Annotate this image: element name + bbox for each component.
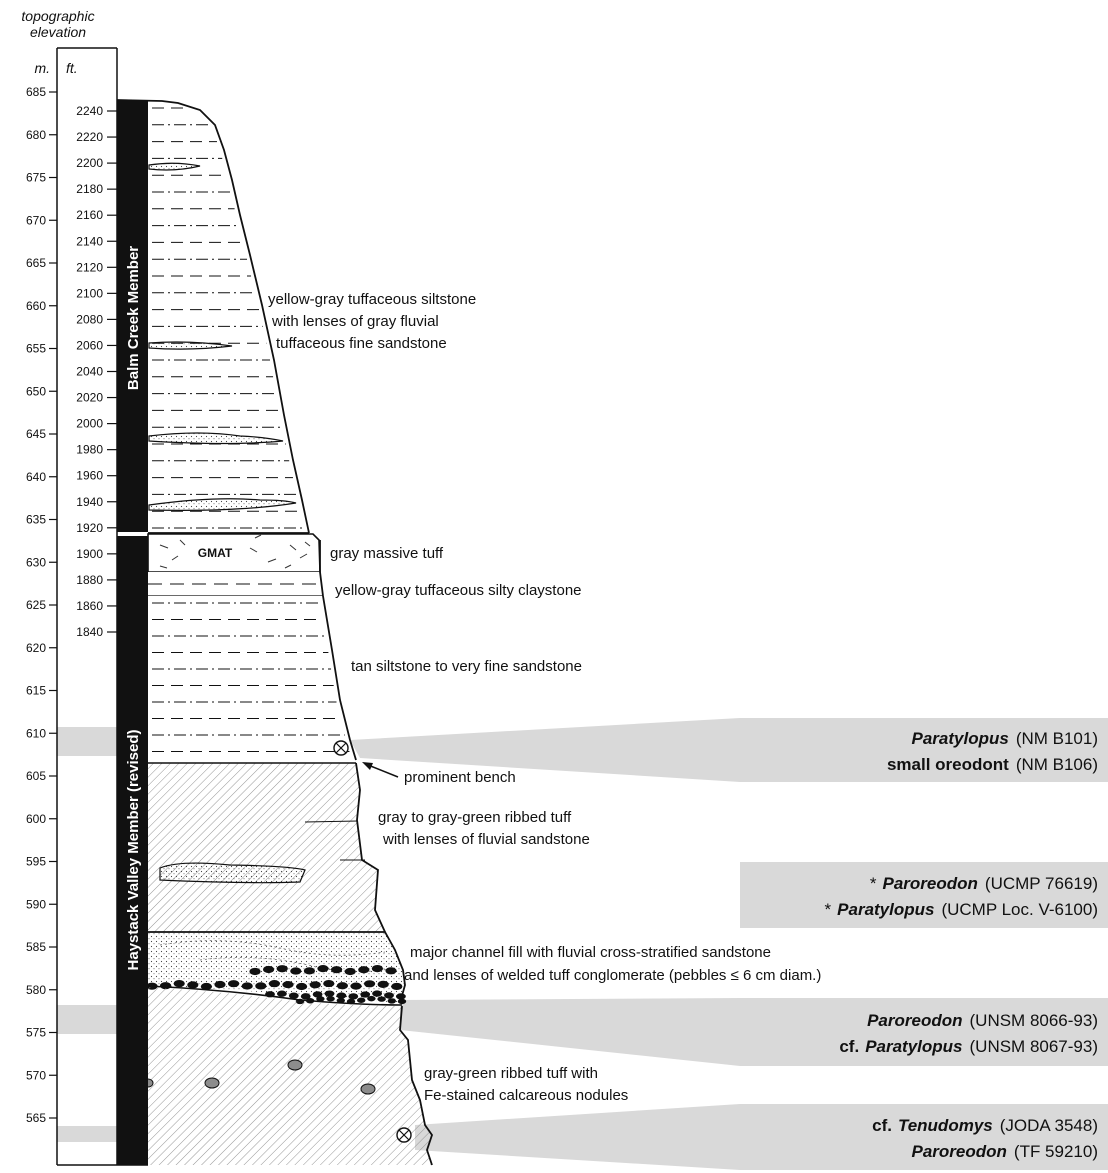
nodule xyxy=(360,1083,376,1095)
meter-tick-label: 680 xyxy=(26,128,46,142)
feet-tick-label: 2060 xyxy=(76,338,103,352)
meter-tick-label: 590 xyxy=(26,897,46,911)
nodules-desc-2: Fe-stained calcareous nodules xyxy=(424,1087,628,1104)
axis-unit-ft: ft. xyxy=(66,60,78,76)
feet-tick-label: 2160 xyxy=(76,208,103,222)
fossil-entry: cf.Tenudomys(JODA 3548) xyxy=(872,1116,1098,1135)
fossil-locality-symbol xyxy=(333,740,349,756)
meter-tick-label: 610 xyxy=(26,726,46,740)
claystone-unit xyxy=(148,572,323,597)
feet-tick-label: 2040 xyxy=(76,365,103,379)
axis-unit-m: m. xyxy=(34,60,50,76)
meter-tick-label: 675 xyxy=(26,171,46,185)
feet-tick-label: 2100 xyxy=(76,286,103,300)
meter-tick-label: 565 xyxy=(26,1111,46,1125)
fossil-entry: small oreodont(NM B106) xyxy=(887,755,1098,774)
haystack-valley-member-label: Haystack Valley Member (revised) xyxy=(125,730,142,971)
sandstone-lens xyxy=(148,341,233,350)
gmat-unit: GMAT xyxy=(147,533,321,573)
feet-tick-label: 1900 xyxy=(76,547,103,561)
sandstone-lens xyxy=(148,432,284,445)
feet-tick-label: 1840 xyxy=(76,625,103,639)
nodules-desc-1: gray-green ribbed tuff with xyxy=(424,1065,598,1082)
meter-tick-label: 635 xyxy=(26,513,46,527)
feet-tick-label: 2140 xyxy=(76,234,103,248)
meter-tick-label: 630 xyxy=(26,555,46,569)
meter-tick-label: 570 xyxy=(26,1068,46,1082)
siltstone-pattern xyxy=(152,107,304,529)
conglomerate-pebbles xyxy=(146,965,407,1005)
siltstone-desc-3: tuffaceous fine sandstone xyxy=(276,335,447,352)
feet-tick-label: 1940 xyxy=(76,495,103,509)
gmat-label: GMAT xyxy=(198,546,233,560)
sandstone-lens xyxy=(148,498,297,511)
fossil-entry: Paroreodon(UNSM 8066-93) xyxy=(867,1011,1098,1030)
fossil-entry: Paroreodon(TF 59210) xyxy=(912,1142,1099,1161)
meter-tick-label: 595 xyxy=(26,855,46,869)
tan-siltstone-unit xyxy=(148,540,357,761)
siltstone-desc-2: with lenses of gray fluvial xyxy=(271,313,439,330)
meter-tick-label: 665 xyxy=(26,256,46,270)
feet-tick-label: 1860 xyxy=(76,599,103,613)
nodule xyxy=(204,1077,220,1089)
axis-title-line1: topographic xyxy=(21,8,94,24)
meter-tick-label: 670 xyxy=(26,213,46,227)
meter-tick-label: 605 xyxy=(26,769,46,783)
balm-creek-member-label: Balm Creek Member xyxy=(125,246,142,390)
meter-tick-label: 585 xyxy=(26,940,46,954)
meter-ticks: 685 680 675 670 665 660 655 650 645 640 635 630 625 6… xyxy=(26,85,57,1125)
feet-ticks: 2240 2220 2200 2180 2160 2140 2120 2100 2080 2060… xyxy=(76,104,117,639)
feet-tick-label: 2020 xyxy=(76,391,103,405)
fossil-entry: *Paratylopus(UCMP Loc. V-6100) xyxy=(825,900,1098,919)
meter-tick-label: 655 xyxy=(26,342,46,356)
siltstone-desc-1: yellow-gray tuffaceous siltstone xyxy=(268,291,476,308)
ribbed-tuff-desc-1: gray to gray-green ribbed tuff xyxy=(378,809,572,826)
ribbed-tuff-unit xyxy=(148,762,386,933)
meter-tick-label: 660 xyxy=(26,299,46,313)
member-bars: Balm Creek Member Haystack Valley Member… xyxy=(117,100,148,1165)
massive-tuff-desc: gray massive tuff xyxy=(330,545,444,562)
tan-siltstone-desc: tan siltstone to very fine sandstone xyxy=(351,658,582,675)
ribbed-tuff-desc-2: with lenses of fluvial sandstone xyxy=(382,831,590,848)
feet-tick-label: 1880 xyxy=(76,573,103,587)
fossil-locality-symbol xyxy=(396,1127,412,1143)
meter-tick-label: 625 xyxy=(26,598,46,612)
feet-tick-label: 1960 xyxy=(76,469,103,483)
meter-tick-label: 685 xyxy=(26,85,46,99)
feet-tick-label: 2180 xyxy=(76,182,103,196)
feet-tick-label: 2220 xyxy=(76,130,103,144)
fossil-entry: Paratylopus(NM B101) xyxy=(912,729,1099,748)
sandstone-lens xyxy=(148,162,201,171)
fossil-entry: *Paroreodon(UCMP 76619) xyxy=(870,874,1098,893)
meter-tick-label: 640 xyxy=(26,470,46,484)
channel-desc-2: and lenses of welded tuff conglomerate (… xyxy=(404,967,821,984)
meter-tick-label: 580 xyxy=(26,983,46,997)
feet-tick-label: 2120 xyxy=(76,260,103,274)
nodular-tuff-unit xyxy=(142,987,433,1166)
meter-tick-label: 615 xyxy=(26,684,46,698)
sandstone-lens xyxy=(159,862,306,884)
feet-tick-label: 2000 xyxy=(76,417,103,431)
feet-tick-label: 2200 xyxy=(76,156,103,170)
axis-title-line2: elevation xyxy=(30,24,86,40)
nodule xyxy=(287,1059,303,1071)
balm-creek-unit xyxy=(116,99,310,534)
feet-tick-label: 2080 xyxy=(76,312,103,326)
channel-fill-unit xyxy=(146,931,407,1006)
feet-tick-label: 1980 xyxy=(76,443,103,457)
meter-tick-label: 645 xyxy=(26,427,46,441)
bench-label: prominent bench xyxy=(404,769,516,786)
meter-tick-label: 575 xyxy=(26,1026,46,1040)
meter-tick-label: 620 xyxy=(26,641,46,655)
bench-arrow xyxy=(362,762,399,778)
feet-tick-label: 2240 xyxy=(76,104,103,118)
fossil-band-2 xyxy=(740,862,1108,928)
fossil-entry: cf.Paratylopus(UNSM 8067-93) xyxy=(839,1037,1098,1056)
meter-tick-label: 600 xyxy=(26,812,46,826)
feet-tick-label: 1920 xyxy=(76,521,103,535)
channel-desc-1: major channel fill with fluvial cross-st… xyxy=(410,944,771,961)
meter-tick-label: 650 xyxy=(26,384,46,398)
claystone-desc: yellow-gray tuffaceous silty claystone xyxy=(335,582,582,599)
